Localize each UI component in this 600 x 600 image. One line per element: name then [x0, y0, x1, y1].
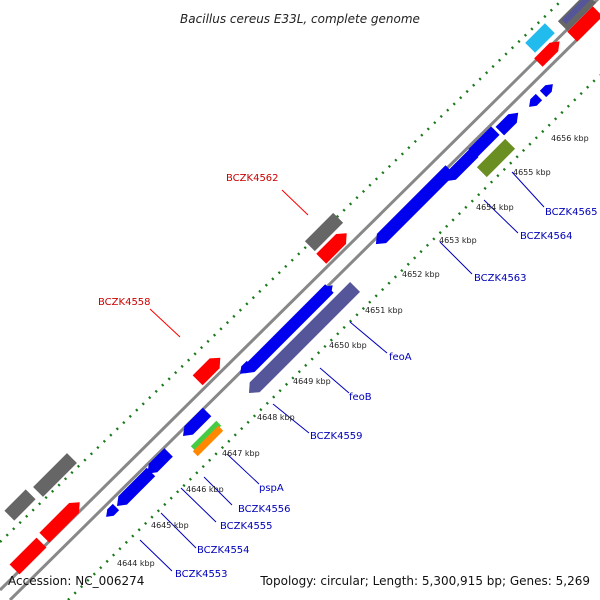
map-title: Bacillus cereus E33L, complete genome: [180, 12, 420, 26]
gene-label-bczk4555: BCZK4555: [220, 521, 273, 532]
gene-label-bczk4558: BCZK4558: [98, 297, 151, 308]
gene-labels: BCZK4562 BCZK4558 BCZK4565 BCZK4564 BCZK…: [98, 173, 598, 580]
label-leaders: [139, 171, 545, 572]
kbp-label: 4650 kbp: [329, 341, 367, 350]
gene-feature: [39, 502, 80, 543]
leader-bczk4559: [272, 403, 310, 434]
leader-bczk4565: [511, 171, 545, 208]
gene-feature: [375, 165, 455, 245]
inner-reverse-tick-track: [67, 74, 600, 600]
gene-feature: [557, 0, 597, 32]
kbp-label: 4654 kbp: [476, 203, 514, 212]
leader-feob: [319, 367, 350, 394]
kbp-label: 4649 kbp: [293, 377, 331, 386]
gene-feature: [476, 138, 516, 178]
leader-bczk4553: [139, 539, 173, 572]
gene-label-bczk4553: BCZK4553: [175, 569, 228, 580]
gene-label-bczk4554: BCZK4554: [197, 545, 250, 556]
kbp-label: 4653 kbp: [439, 236, 477, 245]
gene-feature: [9, 537, 47, 575]
gene-label-bczk4563: BCZK4563: [474, 273, 527, 284]
kbp-label: 4645 kbp: [151, 521, 189, 530]
gene-feature: [304, 212, 344, 252]
accession-text: Accession: NC_006274: [8, 574, 144, 588]
gene-label-bczk4562: BCZK4562: [226, 173, 279, 184]
leader-pspa: [226, 453, 260, 485]
gene-label-bczk4564: BCZK4564: [520, 231, 573, 242]
kbp-label: 4644 kbp: [117, 559, 155, 568]
gene-feature: [529, 93, 543, 107]
gene-feature: [183, 407, 212, 436]
gene-label-pspa: pspA: [259, 483, 284, 494]
gene-feature: [117, 467, 156, 506]
kbp-label: 4646 kbp: [186, 485, 224, 494]
gene-feature: [567, 6, 600, 42]
leader-bczk4562: [281, 189, 309, 216]
leader-bczk4554: [160, 512, 197, 549]
gene-feature: [317, 285, 333, 301]
gene-feature: [539, 84, 553, 98]
gene-feature: [192, 425, 224, 457]
leader-bczk4563: [439, 241, 473, 275]
leader-bczk4564: [483, 199, 519, 234]
gene-label-bczk4565: BCZK4565: [545, 207, 598, 218]
leader-bczk4555: [180, 487, 217, 523]
gene-feature: [249, 282, 360, 393]
outer-forward-tick-track: [0, 0, 563, 543]
gene-feature: [495, 112, 519, 136]
kbp-label: 4648 kbp: [257, 413, 295, 422]
gene-feature: [561, 0, 591, 25]
gene-label-bczk4559: BCZK4559: [310, 431, 363, 442]
gene-feature: [525, 23, 555, 53]
gene-feature: [106, 503, 120, 517]
kbp-label: 4647 kbp: [222, 449, 260, 458]
gene-feature: [445, 148, 479, 182]
leader-bczk4558: [149, 308, 181, 338]
gene-label-feoa: feoA: [389, 352, 412, 363]
kbp-label: 4655 kbp: [513, 168, 551, 177]
gene-feature: [33, 453, 77, 497]
leader-feoa: [349, 321, 388, 354]
gene-feature: [534, 41, 560, 67]
gene-feature: [244, 284, 334, 374]
gene-feature: [147, 448, 173, 474]
gene-feature: [192, 357, 221, 386]
kbp-tick-labels: 4644 kbp 4645 kbp 4646 kbp 4647 kbp 4648…: [117, 134, 589, 568]
topology-text: Topology: circular; Length: 5,300,915 bp…: [259, 574, 590, 588]
gene-label-feob: feoB: [349, 392, 372, 403]
kbp-label: 4656 kbp: [551, 134, 589, 143]
gene-label-bczk4556: BCZK4556: [238, 504, 291, 515]
kbp-label: 4651 kbp: [365, 306, 403, 315]
kbp-label: 4652 kbp: [402, 270, 440, 279]
gene-feature: [4, 489, 36, 521]
leader-bczk4556: [203, 476, 233, 506]
gene-feature: [190, 420, 222, 452]
gene-features: [4, 0, 600, 575]
gene-feature: [468, 126, 500, 158]
gene-feature: [316, 233, 347, 264]
